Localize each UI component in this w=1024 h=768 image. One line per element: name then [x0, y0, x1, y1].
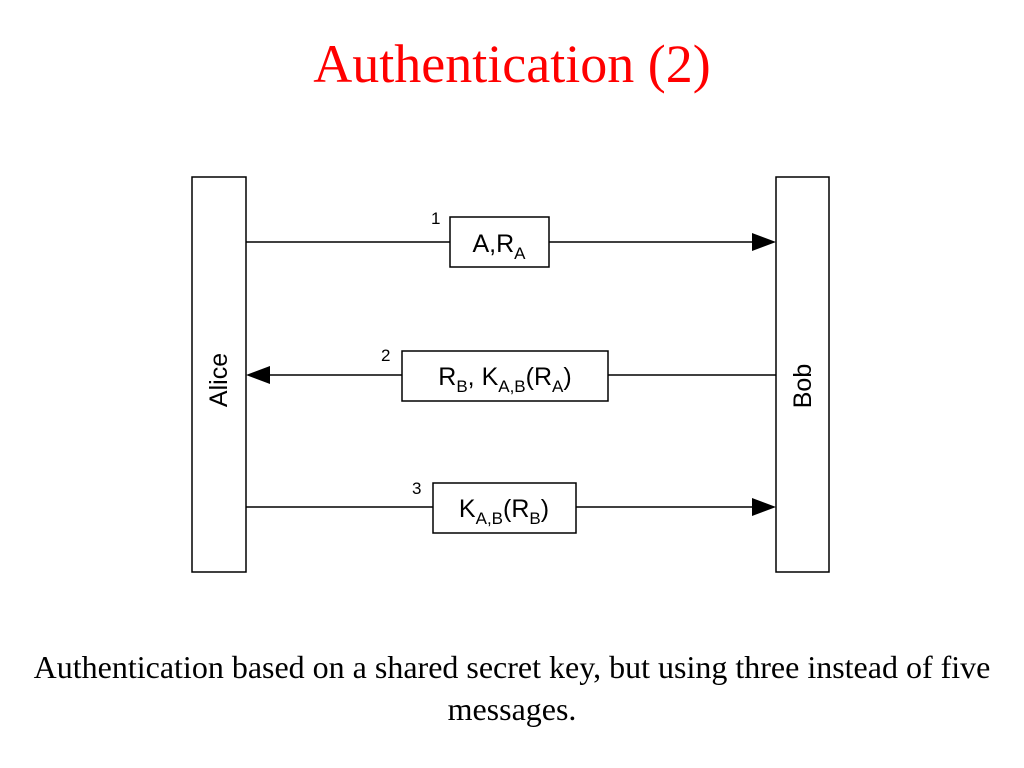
message-2-part: , K [468, 363, 499, 391]
message-3-label: KA,B(RB) [459, 495, 549, 528]
message-3-part: ) [541, 495, 549, 523]
alice-label: Alice [205, 353, 233, 407]
message-1-box [449, 216, 550, 268]
message-2-part: ) [563, 363, 571, 391]
message-3-number: 3 [412, 479, 421, 498]
message-3: 3 KA,B(RB) [246, 479, 776, 534]
message-2-subscript: B [456, 377, 467, 396]
message-2: 2 RB, KA,B(RA) [246, 346, 776, 402]
message-1-label: A,RA [472, 230, 526, 263]
message-3-box [432, 482, 577, 534]
message-1: 1 A,RA [246, 209, 776, 268]
message-1-part: A,R [472, 230, 514, 258]
message-1-arrowhead [752, 233, 776, 251]
message-2-subscript: A [552, 377, 564, 396]
message-2-box [401, 350, 609, 402]
message-3-part: K [459, 495, 476, 523]
message-2-number: 2 [381, 346, 390, 365]
message-2-label: RB, KA,B(RA) [438, 363, 571, 396]
message-1-subscript: A [514, 244, 526, 263]
slide-caption: Authentication based on a shared secret … [33, 649, 991, 727]
message-2-arrowhead [246, 366, 270, 384]
bob-label: Bob [789, 364, 817, 408]
slide-title: Authentication (2) [313, 34, 711, 94]
message-2-part: (R [526, 363, 552, 391]
message-3-subscript: A,B [476, 509, 503, 528]
message-2-part: R [438, 363, 456, 391]
message-1-number: 1 [431, 209, 440, 228]
message-3-subscript: B [529, 509, 540, 528]
message-3-arrowhead [752, 498, 776, 516]
message-3-part: (R [503, 495, 529, 523]
message-2-subscript: A,B [498, 377, 525, 396]
alice-box [191, 176, 247, 573]
